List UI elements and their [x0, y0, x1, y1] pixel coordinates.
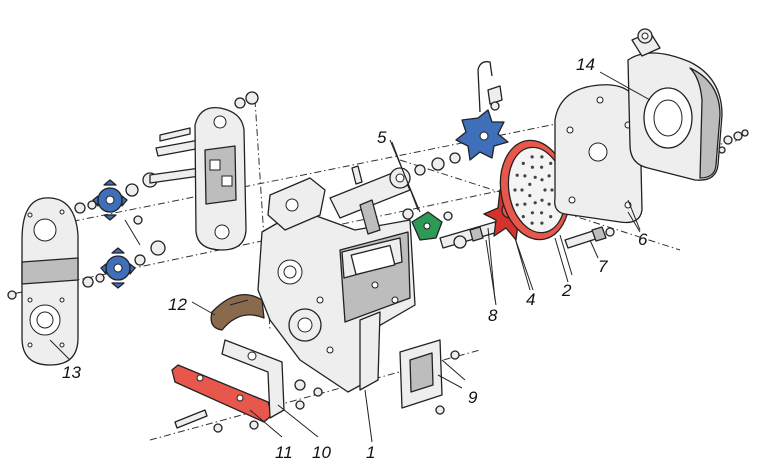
disc-hole: [549, 215, 553, 219]
part-6-gasket-plate: [554, 84, 643, 231]
disc-hole: [521, 161, 525, 165]
disc-hole: [533, 201, 537, 205]
disc-hole: [540, 155, 544, 159]
disc-hole: [540, 211, 544, 215]
leader-lines: [49, 71, 651, 443]
disc-hole: [530, 155, 534, 159]
disc-hole: [530, 211, 535, 215]
disc-hole: [528, 194, 532, 198]
callout-14: 14: [576, 55, 595, 74]
callout-12: 12: [168, 295, 187, 314]
part-12-brake-shoe: [210, 294, 265, 331]
disc-hole: [521, 215, 525, 219]
disc-hole: [540, 165, 544, 169]
disc-hole: [515, 173, 519, 177]
callout-5: 5: [377, 128, 387, 147]
disc-hole: [550, 188, 554, 192]
callout-9: 9: [468, 388, 478, 407]
callout-10: 10: [312, 443, 331, 462]
upper-sprocket-assembly: [74, 137, 213, 221]
callout-6: 6: [638, 230, 648, 249]
part-2-perforated-disc: [499, 139, 573, 276]
disc-hole: [549, 161, 553, 165]
callout-labels: 14 5 6 7 2 4 8 9 1 10 11 12 13: [62, 55, 648, 462]
disc-hole: [543, 188, 547, 192]
part-9-bracket-plate: [399, 339, 466, 415]
shift-fork-shaft: [329, 152, 461, 235]
callout-1: 1: [366, 443, 375, 462]
part-8-drive-shaft: [439, 221, 499, 301]
chain-case-plate: [159, 91, 259, 251]
part-11-lever-bar: [171, 364, 273, 433]
disc-hole: [540, 178, 544, 182]
disc-hole-pattern: [513, 155, 561, 225]
part-13-cover-plate: [7, 197, 79, 366]
part-7-bolt: [564, 226, 615, 249]
part-1-main-housing: [257, 177, 416, 393]
part-14-pump-housing: [627, 28, 749, 181]
disc-hole: [523, 174, 527, 178]
disc-hole: [540, 198, 544, 202]
callout-4: 4: [526, 290, 535, 309]
part-5-green-gear: [389, 139, 453, 241]
callout-8: 8: [488, 306, 498, 325]
disc-hole: [523, 202, 527, 206]
disc-hole: [520, 188, 524, 192]
disc-hole: [540, 221, 544, 225]
disc-hole: [547, 202, 551, 206]
disc-hole: [530, 221, 534, 225]
disc-hole: [533, 175, 537, 179]
disc-hole: [547, 174, 551, 178]
disc-hole: [515, 203, 519, 207]
lower-sprocket-assembly: [82, 215, 166, 289]
part-10-support-bracket: [221, 339, 323, 419]
callout-13: 13: [62, 363, 81, 382]
disc-hole: [528, 182, 532, 186]
disc-hole: [530, 165, 535, 169]
callout-2: 2: [561, 281, 572, 300]
callout-11: 11: [275, 443, 293, 462]
star-knob: [455, 61, 509, 161]
callout-7: 7: [598, 257, 608, 276]
disc-hole: [513, 188, 517, 192]
